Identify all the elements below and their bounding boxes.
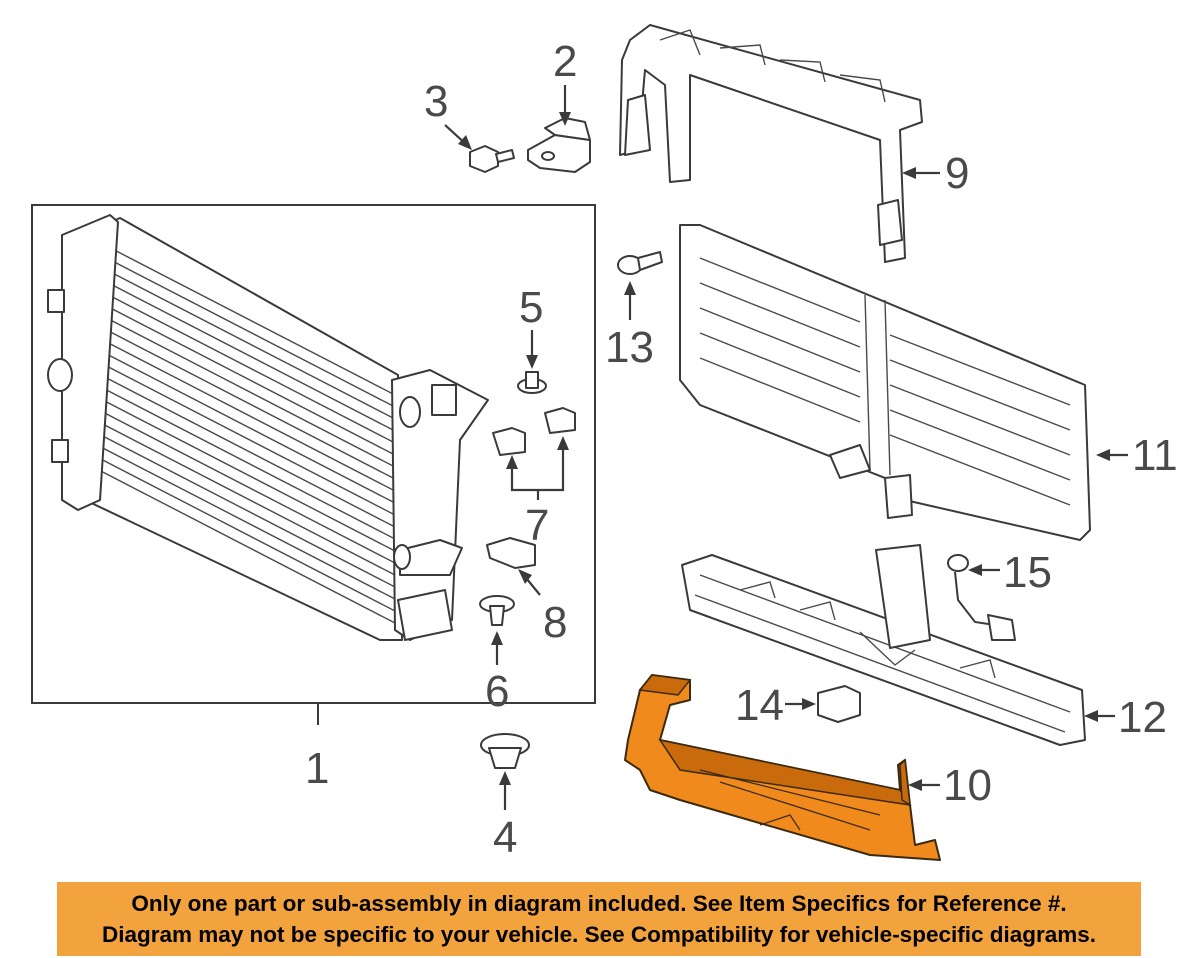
callout-4: 4 [493, 813, 517, 862]
callout-13: 13 [605, 323, 654, 372]
callout-1: 1 [305, 744, 329, 793]
parts-diagram: 1 2 3 4 5 6 7 8 9 10 11 12 13 14 15 [31, 24, 1178, 862]
callout-11: 11 [1132, 431, 1178, 480]
part-5-clip [517, 330, 547, 394]
callout-3: 3 [424, 77, 448, 126]
part-10-air-deflector [624, 674, 941, 861]
part-7-clips [492, 407, 576, 500]
part-8-bracket [486, 537, 541, 596]
part-14-clip [785, 685, 861, 723]
disclaimer-banner: Only one part or sub-assembly in diagram… [57, 882, 1141, 956]
part-12-lower-frame [681, 544, 1115, 746]
callout-12: 12 [1118, 693, 1167, 742]
part-15-sensor [947, 554, 1016, 641]
callout-2: 2 [553, 37, 577, 86]
radiator-assembly [31, 204, 596, 725]
part-11-shutter-assembly [679, 224, 1128, 541]
part-2-bracket [527, 85, 591, 173]
callout-15: 15 [1003, 548, 1052, 597]
callout-7: 7 [525, 501, 549, 550]
callout-10: 10 [943, 761, 992, 810]
callout-5: 5 [519, 283, 543, 332]
callout-8: 8 [543, 598, 567, 647]
callout-6: 6 [485, 667, 509, 716]
part-13-push-pin [617, 251, 663, 320]
callout-9: 9 [945, 149, 969, 198]
disclaimer-line-2: Diagram may not be specific to your vehi… [101, 922, 1097, 947]
part-4-grommet [480, 733, 530, 810]
disclaimer-line-1: Only one part or sub-assembly in diagram… [131, 891, 1067, 916]
part-6-retainer [479, 595, 515, 665]
callout-14: 14 [735, 681, 784, 730]
part-3-bolt [444, 124, 515, 173]
callout-labels: 1 2 3 4 5 6 7 8 9 10 11 12 13 14 15 [305, 37, 1178, 862]
part-9-upper-baffle [619, 24, 940, 263]
